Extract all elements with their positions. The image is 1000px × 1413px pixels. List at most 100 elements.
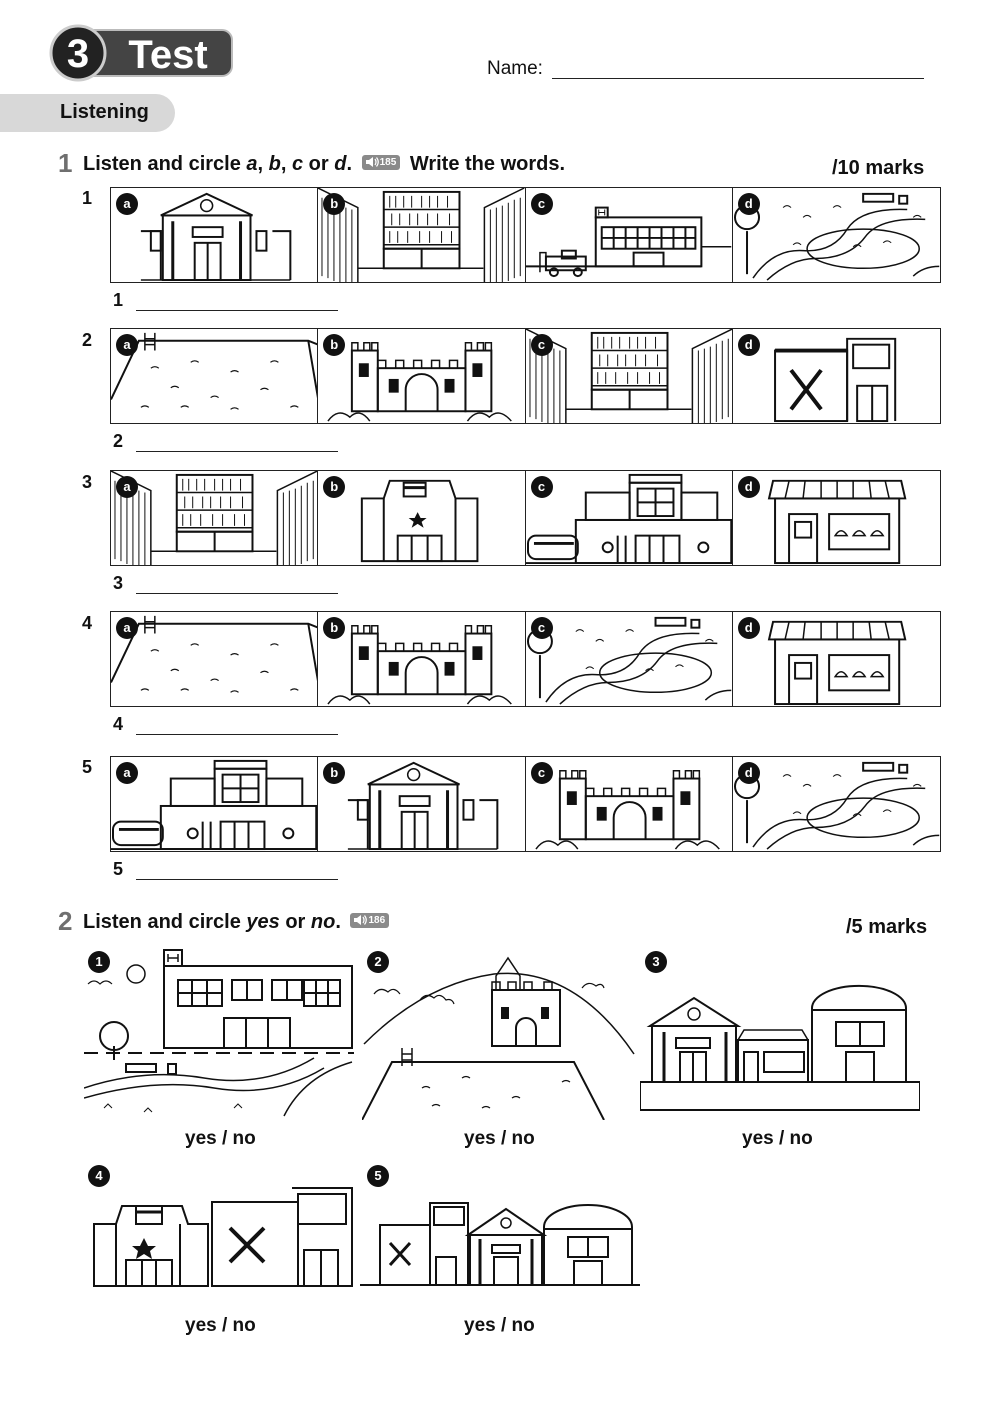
question-2-options: a b c d: [110, 328, 941, 424]
option-d-park[interactable]: d: [733, 757, 940, 851]
answer-write-line[interactable]: [136, 451, 338, 452]
answer-number: 5: [113, 859, 124, 879]
option-d-park[interactable]: d: [733, 188, 940, 282]
question-number: 3: [82, 472, 93, 492]
option-letter-badge: a: [116, 476, 138, 498]
option-b-cinema[interactable]: b: [318, 471, 526, 565]
option-a-pool[interactable]: a: [111, 612, 319, 706]
answer-write-line[interactable]: [136, 734, 338, 735]
answer-number: 3: [113, 573, 124, 593]
option-c-station[interactable]: c: [525, 471, 733, 565]
exercise2-number: 2: [58, 906, 73, 936]
option-b-castle[interactable]: b: [318, 329, 526, 423]
question-number: 2: [82, 330, 93, 350]
option-letter-badge: d: [737, 476, 760, 498]
station-illustration: [111, 759, 318, 851]
option-b-library[interactable]: b: [318, 188, 526, 282]
scene-3-museum-shop-theatre: [639, 948, 921, 1113]
castle-illustration: [534, 769, 720, 850]
park-illustration: [526, 616, 731, 705]
scene-4-cinema-restaurant: [90, 1170, 355, 1290]
yes-no-answer[interactable]: yes / no: [185, 1315, 256, 1336]
speaker-icon: [354, 915, 368, 926]
exercise1-marks: /10 marks: [832, 157, 925, 179]
castle-illustration: [327, 624, 513, 705]
pool-illustration: [111, 615, 318, 693]
shop-illustration: [767, 479, 907, 565]
logo-number: 3: [67, 32, 89, 76]
library-illustration: [318, 188, 525, 282]
question-4-options: a b c d: [110, 611, 941, 707]
option-letter-badge: b: [323, 476, 346, 498]
exercise1-number: 1: [58, 148, 73, 178]
scene-1-hospital-park: [83, 948, 354, 1120]
option-d-restaurant[interactable]: d: [733, 329, 940, 423]
logo-word: Test: [128, 33, 207, 77]
yes-no-answer[interactable]: yes / no: [464, 1315, 535, 1336]
option-letter-badge: c: [530, 334, 553, 356]
exercise2-instruction: Listen and circle yes or no. 186: [83, 911, 393, 934]
option-letter-badge: c: [530, 762, 553, 784]
question-5-options: a b c d: [110, 756, 941, 852]
library-illustration: [111, 471, 318, 565]
library-illustration: [525, 329, 732, 423]
answer-number: 2: [113, 431, 124, 451]
item-badge: 2: [367, 951, 389, 973]
option-a-library[interactable]: a: [111, 471, 319, 565]
option-letter-badge: c: [530, 193, 553, 215]
option-letter-badge: b: [323, 334, 346, 356]
option-d-shop[interactable]: d: [733, 471, 940, 565]
yes-no-answer[interactable]: yes / no: [742, 1128, 813, 1149]
option-a-station[interactable]: a: [111, 757, 319, 851]
option-c-castle[interactable]: c: [526, 757, 733, 851]
answer-number: 4: [113, 714, 124, 734]
option-a-pool[interactable]: a: [111, 329, 319, 423]
option-letter-badge: a: [116, 617, 138, 639]
option-letter-badge: b: [323, 617, 346, 639]
section-tab: Listening: [0, 94, 175, 132]
item-badge: 4: [88, 1165, 110, 1187]
option-b-castle[interactable]: b: [318, 612, 526, 706]
museum-illustration: [348, 761, 499, 851]
option-c-hospital[interactable]: c: [525, 188, 733, 282]
name-label: Name:: [487, 58, 543, 79]
museum-illustration: [140, 192, 292, 282]
exercise2-marks: /5 marks: [846, 916, 928, 938]
audio-track-badge[interactable]: 185: [361, 155, 401, 171]
option-letter-badge: a: [116, 193, 138, 215]
shop-illustration: [767, 620, 907, 706]
option-d-shop[interactable]: d: [733, 612, 940, 706]
test-logo-graphic: 3 Test: [49, 24, 233, 82]
speaker-icon: [365, 157, 379, 168]
option-letter-badge: d: [737, 193, 760, 215]
answer-write-line[interactable]: [136, 310, 338, 311]
hospital-illustration: [525, 206, 731, 278]
park-illustration: [733, 761, 939, 850]
option-letter-badge: b: [323, 193, 346, 215]
scene-2-castle-pool: [361, 948, 637, 1121]
section-title: Listening: [60, 101, 149, 123]
exercise1-instruction: Listen and circle a, b, c or d. 185 Writ…: [83, 153, 566, 175]
yes-no-answer[interactable]: yes / no: [185, 1128, 256, 1149]
option-letter-badge: b: [323, 762, 346, 784]
question-number: 4: [82, 613, 93, 633]
answer-write-line[interactable]: [136, 879, 338, 880]
option-c-park[interactable]: c: [526, 612, 733, 706]
answer-number: 1: [113, 290, 124, 310]
option-letter-badge: a: [116, 762, 138, 784]
answer-write-line[interactable]: [136, 593, 338, 594]
yes-no-answer[interactable]: yes / no: [464, 1128, 535, 1149]
name-field[interactable]: [552, 78, 924, 79]
option-b-museum[interactable]: b: [318, 757, 526, 851]
option-letter-badge: a: [116, 334, 138, 356]
option-a-museum[interactable]: a: [111, 188, 319, 282]
option-c-library[interactable]: c: [525, 329, 733, 423]
option-letter-badge: d: [737, 617, 760, 639]
option-letter-badge: c: [530, 617, 553, 639]
question-number: 5: [82, 757, 93, 777]
audio-track-badge[interactable]: 186: [350, 913, 390, 929]
restaurant-illustration: [773, 337, 896, 423]
station-illustration: [525, 473, 732, 565]
park-illustration: [733, 192, 939, 281]
pool-illustration: [111, 332, 318, 410]
